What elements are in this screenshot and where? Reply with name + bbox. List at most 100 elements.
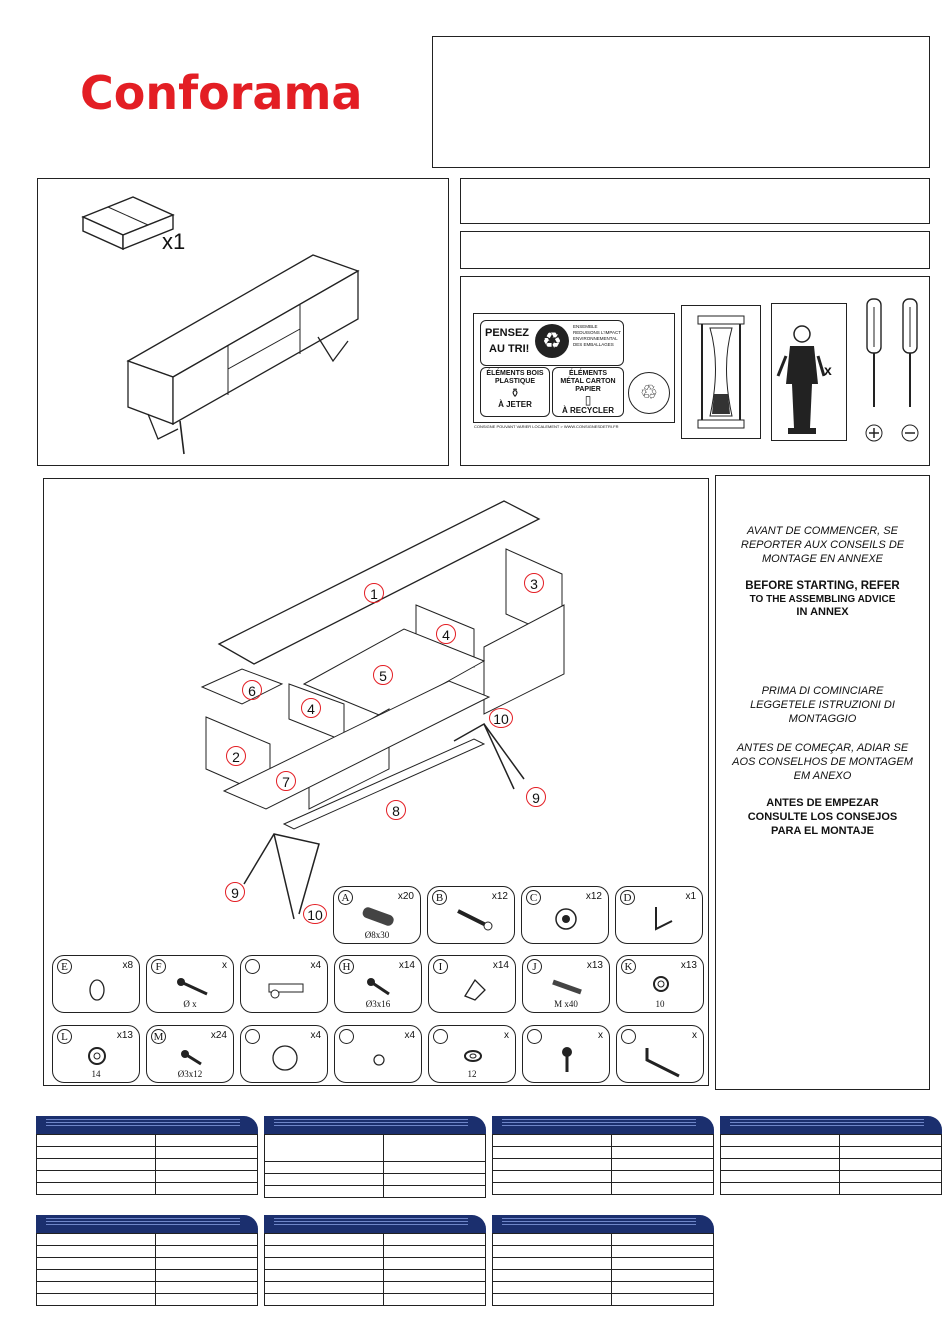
person-icon xyxy=(776,325,826,434)
part-number-3: 3 xyxy=(524,573,544,593)
info-box-2 xyxy=(460,231,930,269)
jeter-label: À JETER xyxy=(498,400,532,409)
l-bracket-icon xyxy=(645,1048,680,1078)
advice-es: ANTES DE EMPEZAR CONSULTE LOS CONSEJOS P… xyxy=(747,797,898,837)
washer-icon xyxy=(464,1050,482,1062)
part-number-4: 4 xyxy=(436,624,456,644)
footer-table-header xyxy=(36,1116,258,1134)
hinge-icon xyxy=(268,983,304,999)
advice-panel: AVANT DE COMMENCER, SE REPORTER AUX CONS… xyxy=(715,475,930,1090)
recycler-label: À RECYCLER xyxy=(561,406,614,415)
footer-table-7 xyxy=(491,1215,714,1306)
advice-it: PRIMA DI COMINCIARE LEGGETELE ISTRUZIONI… xyxy=(750,685,895,725)
advice-en-2: TO THE ASSEMBLING ADVICE xyxy=(749,594,896,605)
footer-table-header xyxy=(264,1116,486,1134)
footer-table-header xyxy=(720,1116,942,1134)
footer-table-4 xyxy=(719,1116,942,1195)
recycle-arrows-icon: ♻ xyxy=(535,324,569,358)
part-number-4b: 4 xyxy=(301,698,321,718)
part-number-9: 9 xyxy=(526,787,546,807)
wall-screw-icon xyxy=(562,1047,572,1072)
footer-table-6 xyxy=(263,1215,486,1306)
phillips-screwdriver-icon xyxy=(865,298,883,442)
hourglass-icon xyxy=(697,315,745,429)
screw-icon xyxy=(367,978,390,996)
advice-fr: AVANT DE COMMENCER, SE REPORTER AUX CONS… xyxy=(740,525,905,565)
tv-cabinet-illustration xyxy=(126,254,360,455)
footer-table-header xyxy=(492,1215,714,1233)
triman-recycling-badge: PENSEZ AU TRI! ♻ ENSEMBLE REDUISONS L'IM… xyxy=(473,313,675,429)
washer-icon xyxy=(653,976,669,992)
pensez-label: PENSEZ xyxy=(485,327,530,339)
footer-table-1 xyxy=(35,1116,258,1195)
eco-tools-panel: PENSEZ AU TRI! ♻ ENSEMBLE REDUISONS L'IM… xyxy=(460,276,930,466)
part-number-2: 2 xyxy=(226,746,246,766)
felt-pad-icon xyxy=(89,979,105,1001)
persons-count: x xyxy=(824,362,832,378)
footer-table-header xyxy=(36,1215,258,1233)
cover-cap-icon xyxy=(272,1045,298,1071)
advice-pt: ANTES DE COMEÇAR, ADIAR SE AOS CONSELHOS… xyxy=(732,742,913,782)
package-count: x1 xyxy=(162,229,186,254)
footer-table-2 xyxy=(263,1116,486,1198)
can-icon: ▯ xyxy=(584,393,592,407)
exploded-cabinet-diagram xyxy=(200,500,565,920)
flat-screwdriver-icon xyxy=(901,298,919,442)
footer-table-3 xyxy=(491,1116,714,1195)
screw-icon xyxy=(177,978,208,996)
part-number-9b: 9 xyxy=(225,882,245,902)
part-number-8: 8 xyxy=(386,800,406,820)
eco-footnote: CONSIGNE POUVANT VARIER LOCALEMENT > WWW… xyxy=(474,424,619,429)
small-cap-icon xyxy=(373,1054,385,1066)
hardware-G: x4 xyxy=(240,955,328,1013)
footer-table-header xyxy=(264,1215,486,1233)
cam-lock-icon xyxy=(555,908,577,930)
hourglass-panel xyxy=(681,305,761,439)
header-info-box xyxy=(432,36,930,168)
au-tri-label: AU TRI! xyxy=(489,343,530,355)
hardware-N: x4 xyxy=(240,1025,328,1083)
part-number-6: 6 xyxy=(242,680,262,700)
trash-bag-icon: ⚱ xyxy=(509,386,521,400)
cam-bolt-icon xyxy=(457,909,493,931)
package-box-icon xyxy=(81,196,175,251)
screw-icon xyxy=(181,1050,202,1066)
footer-table-header xyxy=(492,1116,714,1134)
hardware-Q: x xyxy=(522,1025,610,1083)
overview-panel: x1 xyxy=(37,178,449,466)
advice-en-1: BEFORE STARTING, REFER xyxy=(745,580,900,592)
part-number-5: 5 xyxy=(373,665,393,685)
bolt-icon xyxy=(552,979,582,995)
bois-label: ÉLÉMENTS BOIS PLASTIQUE xyxy=(486,370,544,385)
footer-table-5 xyxy=(35,1215,258,1306)
allen-key-icon xyxy=(655,907,673,931)
conforama-logo: Conforama xyxy=(80,66,363,120)
part-number-10: 10 xyxy=(489,708,513,728)
ensemble-text: ENSEMBLE REDUISONS L'IMPACT ENVIRONNEMEN… xyxy=(573,324,621,347)
info-box-1 xyxy=(460,178,930,224)
washer-icon xyxy=(88,1047,106,1065)
dowel-icon xyxy=(362,907,394,926)
triman-icon: ♲ xyxy=(628,372,670,414)
bracket-icon xyxy=(464,978,486,1001)
hardware-O: x4 xyxy=(334,1025,422,1083)
hardware-R: x xyxy=(616,1025,704,1083)
part-number-7: 7 xyxy=(276,771,296,791)
part-number-10b: 10 xyxy=(303,904,327,924)
advice-en-3: IN ANNEX xyxy=(796,606,849,618)
metal-label: ÉLÉMENTS MÉTAL CARTON PAPIER xyxy=(560,370,616,393)
